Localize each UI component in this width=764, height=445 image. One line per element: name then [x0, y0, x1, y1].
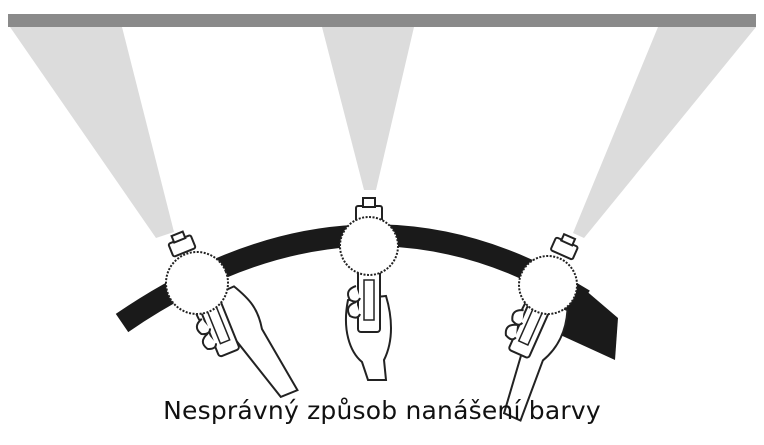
spray-cone-left [10, 27, 174, 238]
spray-cone-center [322, 27, 414, 190]
spray-gun-center [340, 198, 398, 380]
figure-caption: Nesprávný způsob nanášení barvy [0, 396, 764, 425]
painted-surface-bar [8, 14, 756, 27]
spray-cone-right [573, 27, 756, 238]
spray-cones [10, 27, 756, 238]
